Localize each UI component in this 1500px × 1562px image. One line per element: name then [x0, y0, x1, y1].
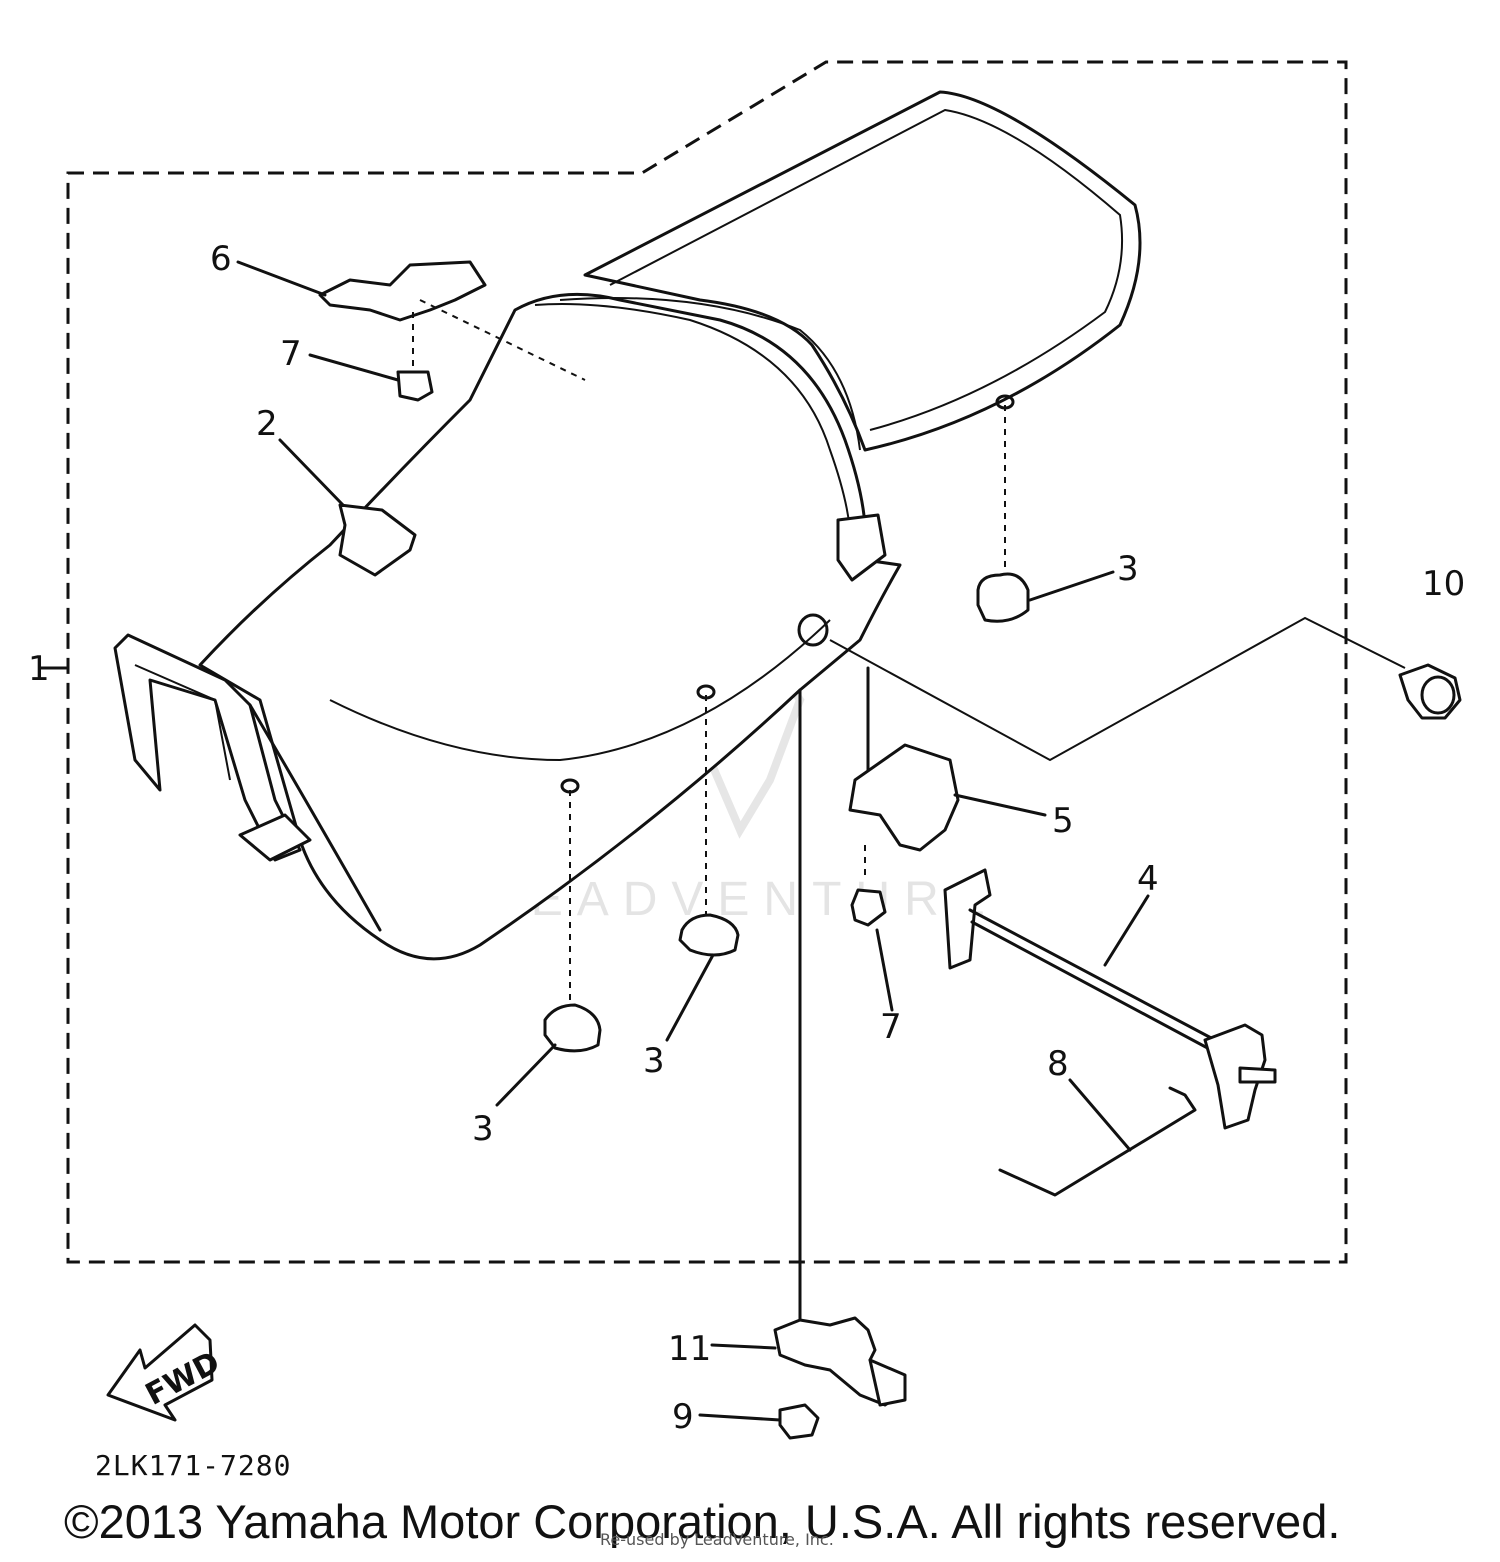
part-8-cable: [998, 1086, 1197, 1197]
callout-3-left: 3: [472, 1109, 494, 1149]
callout-8: 8: [1047, 1044, 1069, 1084]
callout-2: 2: [256, 404, 278, 444]
reprint-notice: Re-used by LeadVenture, Inc.: [600, 1530, 834, 1549]
seat-front-bracket: [238, 813, 312, 862]
part-10-knob: [829, 616, 1462, 762]
callout-11: 11: [668, 1329, 711, 1369]
seat-strap-clip: [836, 513, 887, 582]
part-3-damper-right: [976, 394, 1030, 623]
callout-9: 9: [672, 1397, 694, 1437]
callout-leaders: [38, 260, 1150, 1422]
callout-3-right: 3: [1117, 549, 1139, 589]
part-3-damper-left: [543, 778, 602, 1053]
part-5-lock-bracket: [848, 666, 960, 880]
part-4-rod-assembly: [943, 868, 1277, 1130]
seat-front-lip: [113, 633, 302, 862]
callout-1: 1: [28, 649, 50, 689]
callout-7-lower: 7: [880, 1007, 902, 1047]
part-7-bolt-lower: [850, 888, 887, 927]
part-7-bolt-upper: [396, 312, 434, 402]
part-6-hinge-bracket: [318, 260, 487, 322]
seat-side-hole: [797, 613, 829, 647]
callout-4: 4: [1137, 859, 1159, 899]
seat-main-cushion: [198, 292, 902, 961]
watermark-text: LEADVENTURE: [490, 873, 999, 926]
copyright-notice: ©2013 Yamaha Motor Corporation, U.S.A. A…: [64, 1495, 1341, 1548]
seat-assembly: [113, 90, 1142, 961]
part-9-nut: [778, 1403, 820, 1440]
callout-10: 10: [1422, 564, 1465, 604]
diagram-code: 2LK171-7280: [95, 1449, 291, 1482]
fwd-direction-arrow: FWD: [106, 1323, 226, 1422]
part-2-bracket: [338, 503, 417, 577]
part-11-seat-lock: [773, 688, 907, 1407]
seat-rear-cushion: [583, 90, 1142, 452]
part-3-damper-center: [678, 684, 740, 957]
callout-5: 5: [1052, 801, 1074, 841]
callout-3-center: 3: [643, 1041, 665, 1081]
assembly-boundary: [66, 60, 1348, 1264]
callout-6: 6: [210, 239, 232, 279]
callout-7-upper: 7: [280, 334, 302, 374]
